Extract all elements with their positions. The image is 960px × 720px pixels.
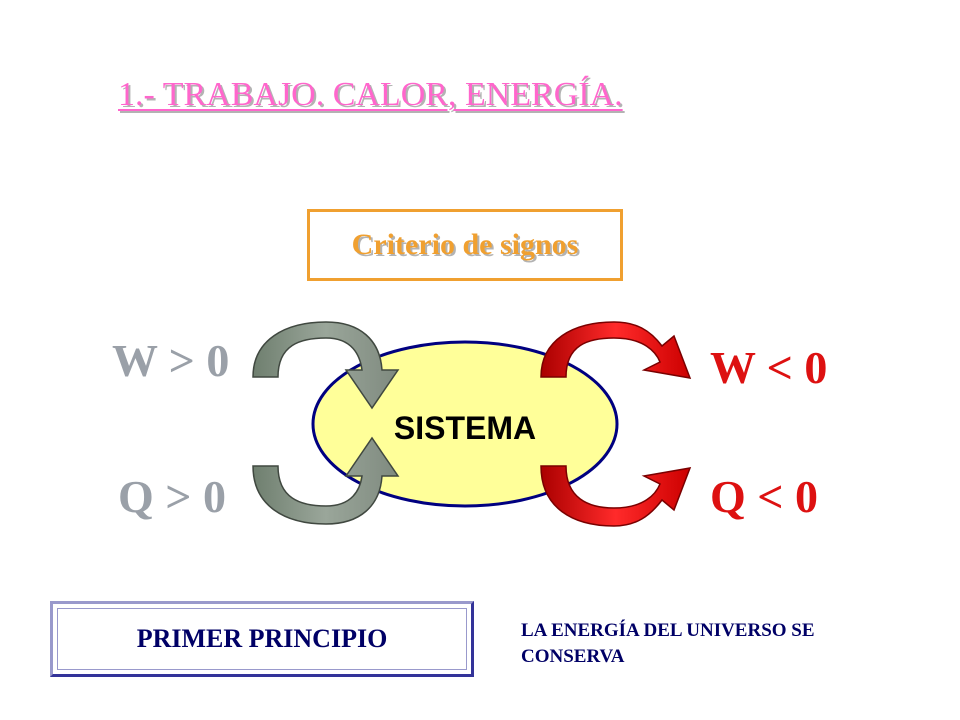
heat-out-label: Q < 0 (710, 471, 818, 522)
system-label: SISTEMA (394, 410, 536, 446)
curved-arrow-gray-icon (252, 321, 400, 410)
slide-title: 1.- TRABAJO. CALOR, ENERGÍA. (118, 76, 623, 113)
work-in-label: W > 0 (112, 335, 230, 386)
heat-in-label: Q > 0 (118, 471, 226, 522)
work-out-label: W < 0 (710, 342, 828, 393)
curved-arrow-red-icon (540, 465, 692, 527)
principle-statement-line1: LA ENERGÍA DEL UNIVERSO SE (521, 620, 815, 641)
principle-label: PRIMER PRINCIPIO (136, 624, 388, 653)
principle-box: PRIMER PRINCIPIO (50, 601, 474, 677)
principle-box-inner-border (57, 608, 467, 670)
curved-arrow-gray-icon (252, 436, 400, 525)
criterio-box: Criterio de signos (307, 209, 623, 281)
principle-statement: LA ENERGÍA DEL UNIVERSO SE CONSERVA (521, 618, 921, 670)
curved-arrow-red-icon (540, 321, 692, 379)
criterio-label: Criterio de signos (351, 228, 579, 261)
principle-statement-line2: CONSERVA (521, 646, 625, 667)
